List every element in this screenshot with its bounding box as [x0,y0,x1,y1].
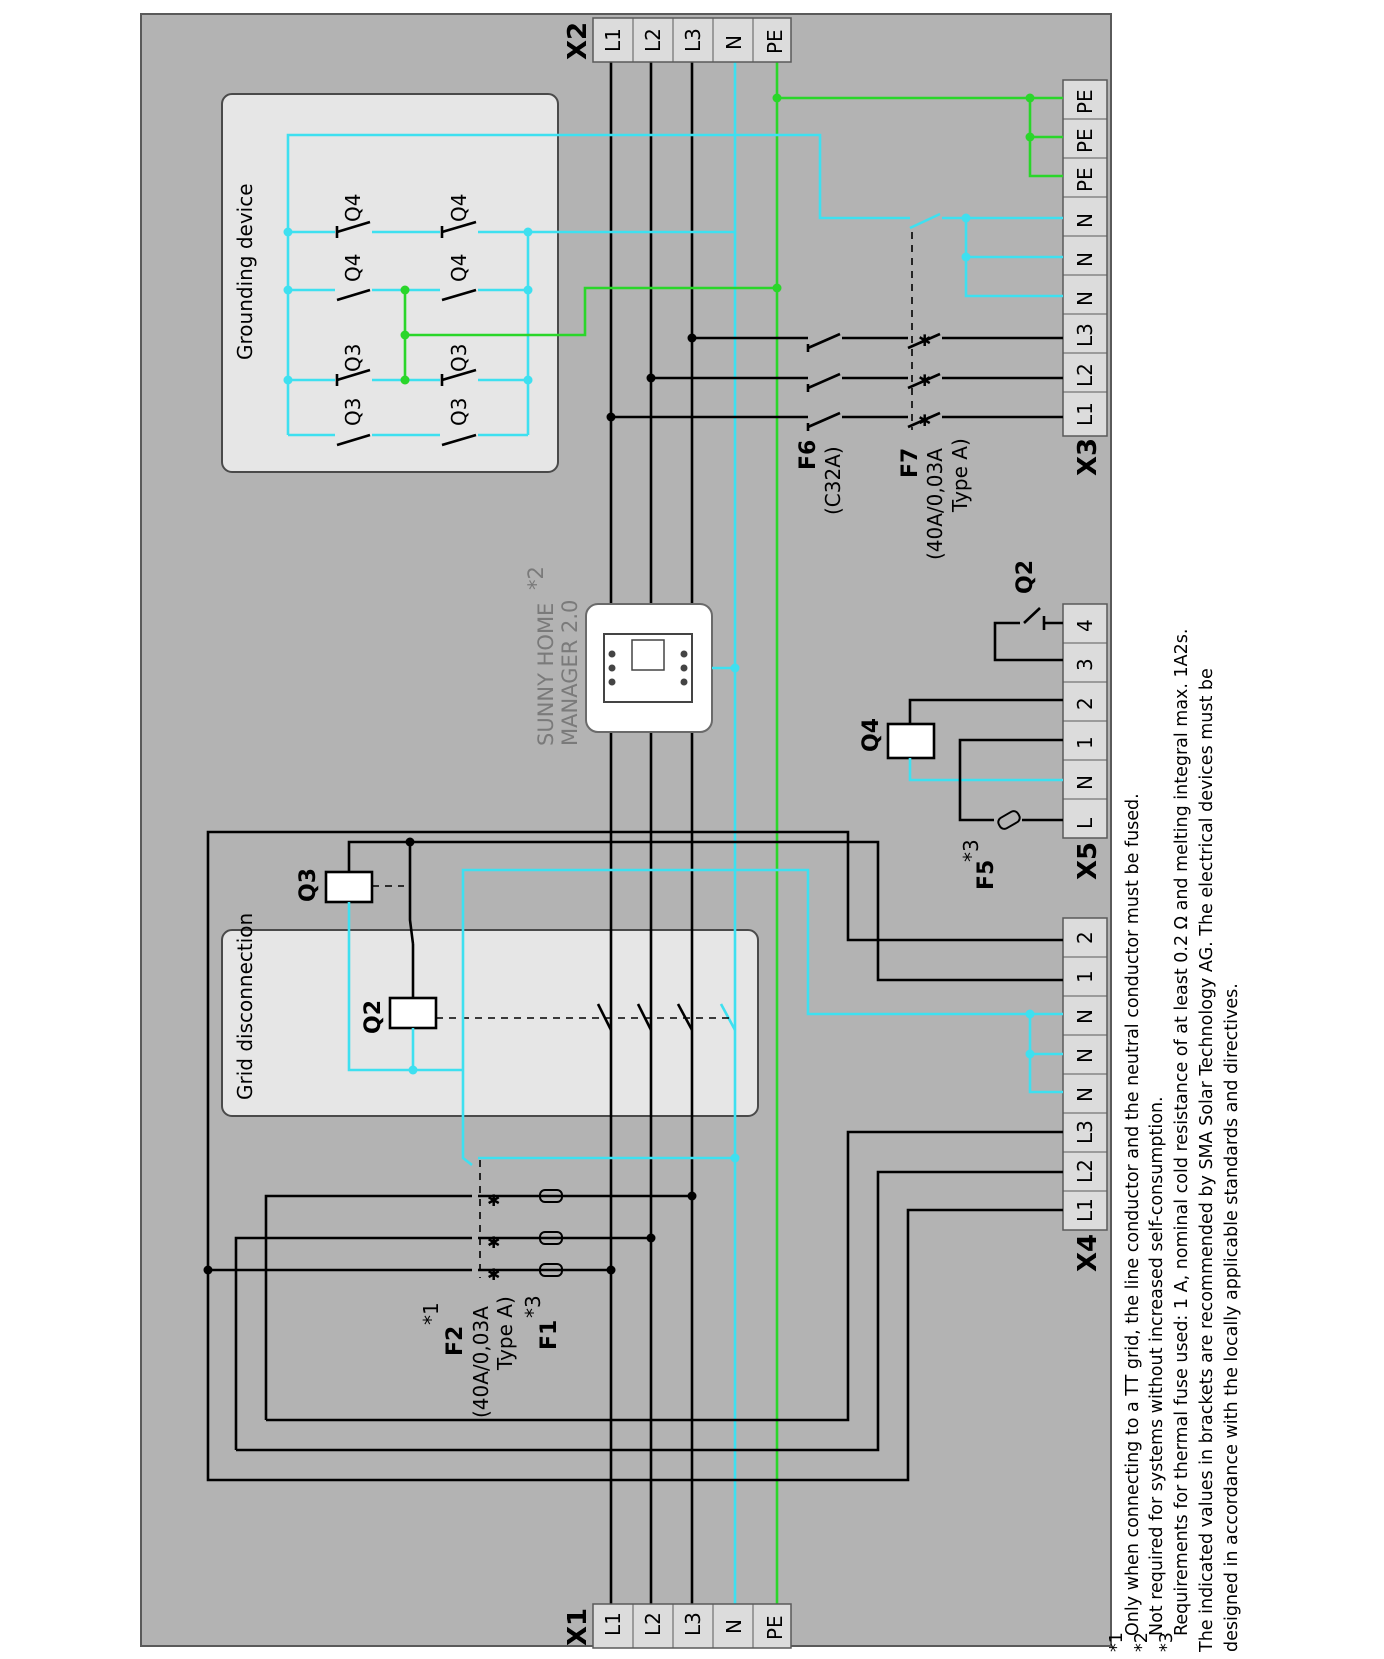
x5-label: X5 [1073,842,1103,880]
x1-terminal-block: L1 L2 L3 N PE X1 [563,1603,792,1649]
f2-note: *1 [419,1302,443,1325]
x4-terminal-n2: N [1073,1048,1097,1063]
x3-terminal-pe1: PE [1073,167,1097,192]
grid-disconnection-label: Grid disconnection [233,913,257,1100]
footnote-3c: designed in accordance with the locally … [1222,983,1242,1652]
x3-terminal-pe3: PE [1073,89,1097,114]
x2-terminal-l1: L1 [601,28,625,52]
x4-label: X4 [1073,1234,1103,1272]
footnote-3-mark: *3 [1157,1632,1177,1652]
x3-label: X3 [1073,438,1103,476]
grounding-device-wiring [283,133,910,447]
q3-label-d: Q3 [447,398,471,426]
x5-terminal-2: 2 [1073,697,1097,710]
svg-text:✱: ✱ [918,411,931,430]
footnote-1: Only when connecting to a TT grid, the l… [1123,793,1143,1636]
x3-terminal-n2: N [1073,252,1097,267]
x1-terminal-l3: L3 [681,1612,705,1636]
sunny-home-manager [585,603,740,733]
q4-label-c: Q4 [341,254,365,282]
f6-name: F6 [796,440,821,470]
f7-name: F7 [898,448,923,478]
x5-terminal-4: 4 [1073,619,1097,632]
footnote-3: Requirements for thermal fuse used: 1 A,… [1172,629,1192,1636]
f7-type: Type A) [948,438,972,513]
x4-terminal-l2: L2 [1073,1159,1097,1183]
x2-label: X2 [563,22,593,60]
f5-fuse-icon [997,810,1021,830]
q3-label-b: Q3 [447,344,471,372]
x4-terminal-1: 1 [1073,970,1097,983]
q4-label-a: Q4 [341,194,365,222]
q4-coil-label: Q4 [859,718,884,752]
x5-terminal-block: L N 1 2 3 4 X5 [1062,603,1108,880]
f7-rating: (40A/0,03A [923,448,947,560]
x3-terminal-pe2: PE [1073,128,1097,153]
x3-terminal-n1: N [1073,291,1097,306]
x4-terminal-n1: N [1073,1087,1097,1102]
x5-wiring [886,607,1063,822]
x5-terminal-n: N [1073,775,1097,790]
f2-rating: (40A/0,03A [469,1306,493,1418]
main-busbars [609,62,779,1605]
x3-terminal-l1: L1 [1073,402,1097,426]
x1-label: X1 [563,1608,593,1646]
f5-name: F5 [974,860,999,890]
svg-text:✱: ✱ [487,1233,500,1252]
grid-disconnection-wiring: ✱ ✱ ✱ [203,830,1063,1482]
x3-terminal-l3: L3 [1073,323,1097,347]
svg-text:✱: ✱ [918,331,931,350]
x3-terminal-l2: L2 [1073,363,1097,387]
x2-terminal-l2: L2 [641,28,665,52]
x4-terminal-n3: N [1073,1009,1097,1024]
f2-name: F2 [443,1326,468,1356]
q4-label-b: Q4 [447,194,471,222]
grid-disconnection-box [221,929,759,1117]
meter-note: *2 [524,566,548,590]
grounding-device-box [221,93,559,473]
footnote-1-mark: *1 [1107,1632,1127,1652]
footnote-2: Not required for systems without increas… [1147,1096,1167,1636]
footnote-2-mark: *2 [1132,1632,1152,1652]
q3-label-a: Q3 [341,344,365,372]
q3-label-c: Q3 [341,398,365,426]
f5-note: *3 [959,839,983,862]
x2-terminal-pe: PE [763,29,787,54]
q3-coil-label: Q3 [296,868,321,902]
x3-branch-wiring: ✱ ✱ ✱ [606,93,1063,431]
x5-terminal-1: 1 [1073,736,1097,749]
x1-terminal-n: N [722,1619,746,1634]
x4-terminal-2: 2 [1073,931,1097,944]
q4-label-d: Q4 [447,254,471,282]
meter-line1: SUNNY HOME [534,603,558,746]
x5-terminal-l: L [1073,817,1097,829]
x2-terminal-n: N [722,35,746,50]
x3-terminal-n3: N [1073,213,1097,228]
x2-terminal-l3: L3 [681,28,705,52]
f1-note: *3 [521,1295,545,1318]
x2-terminal-block: L1 L2 L3 N PE X2 [563,17,792,63]
f6-rating: (C32A) [821,446,845,515]
x1-terminal-pe: PE [763,1615,787,1640]
svg-text:✱: ✱ [487,1265,500,1284]
f1-name: F1 [537,1320,562,1350]
q2-contact-label: Q2 [1013,560,1038,594]
grounding-device-label: Grounding device [233,183,257,360]
x5-terminal-3: 3 [1073,658,1097,671]
x4-terminal-l3: L3 [1073,1120,1097,1144]
x4-terminal-block: L1 L2 L3 N N N 1 2 X4 [1062,917,1108,1272]
meter-line2: MANAGER 2.0 [558,600,582,746]
f2-type: Type A) [493,1296,517,1371]
x4-terminal-l1: L1 [1073,1198,1097,1222]
x1-terminal-l2: L2 [641,1612,665,1636]
footnotes: *1 Only when connecting to a TT grid, th… [1107,629,1242,1653]
x3-terminal-block: L1 L2 L3 N N N PE PE PE X3 [1062,79,1108,476]
q2-coil-label: Q2 [361,1000,386,1034]
footnote-3b: The indicated values in brackets are rec… [1197,668,1217,1653]
svg-text:✱: ✱ [918,371,931,390]
svg-text:✱: ✱ [487,1191,500,1210]
x1-terminal-l1: L1 [601,1612,625,1636]
